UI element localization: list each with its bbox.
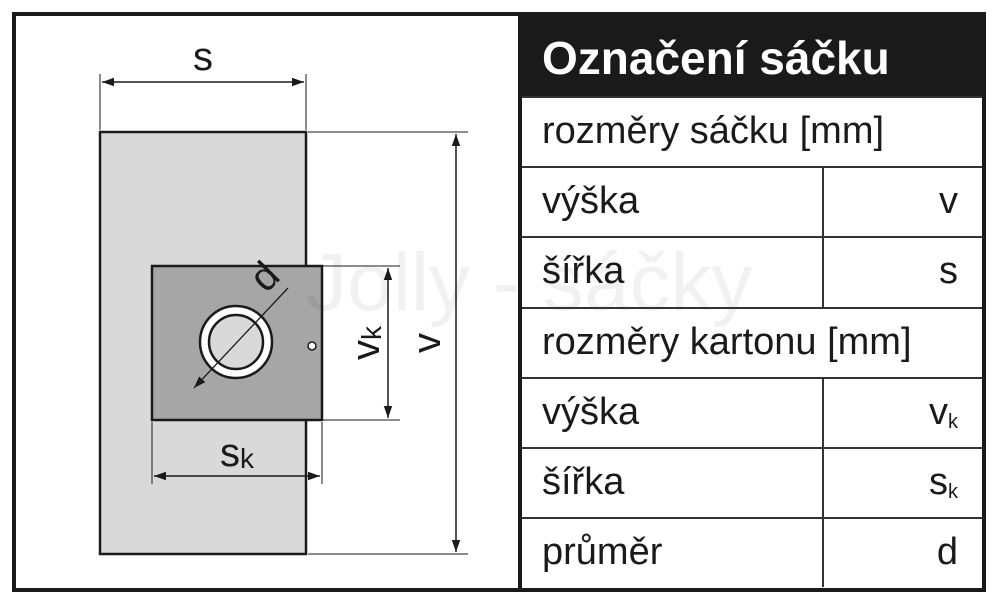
- row-value: s: [939, 250, 958, 293]
- row-label: šířka: [542, 460, 625, 503]
- bag-diagram: s sk v vk d: [16, 16, 522, 588]
- label-v: v: [405, 333, 449, 353]
- row-label: šířka: [542, 250, 625, 293]
- section-bag-dimensions: rozměry sáčku [mm]: [522, 96, 982, 166]
- diagram-svg: s sk v vk d: [98, 35, 468, 556]
- row-value: vk: [929, 390, 958, 433]
- table-row: šířka s: [522, 236, 982, 307]
- row-label: výška: [542, 390, 640, 433]
- row-value: sk: [929, 460, 958, 503]
- row-value: v: [939, 180, 958, 223]
- table-row: průměr d: [522, 517, 982, 588]
- table-title: Označení sáčku: [522, 16, 982, 96]
- label-sk: sk: [220, 431, 255, 475]
- row-label: průměr: [542, 531, 663, 574]
- section-carton-dimensions: rozměry kartonu [mm]: [522, 306, 982, 377]
- label-s: s: [193, 35, 213, 79]
- section-label: rozměry kartonu [mm]: [542, 320, 912, 363]
- table-row: výška vk: [522, 376, 982, 448]
- dimension-line-d: [193, 287, 289, 389]
- extension-lines: [99, 74, 468, 555]
- frame: s sk v vk d Jolly - sáčky Označení sáčku…: [12, 12, 986, 592]
- row-value: d: [936, 531, 958, 574]
- label-vk: vk: [344, 325, 388, 360]
- designation-table: Označení sáčku rozměry sáčku [mm] výška …: [522, 16, 982, 588]
- section-label: rozměry sáčku [mm]: [542, 110, 885, 152]
- carton-dot: [307, 341, 317, 351]
- row-label: výška: [542, 180, 640, 223]
- table-row: výška v: [522, 166, 982, 237]
- table-row: šířka sk: [522, 446, 982, 518]
